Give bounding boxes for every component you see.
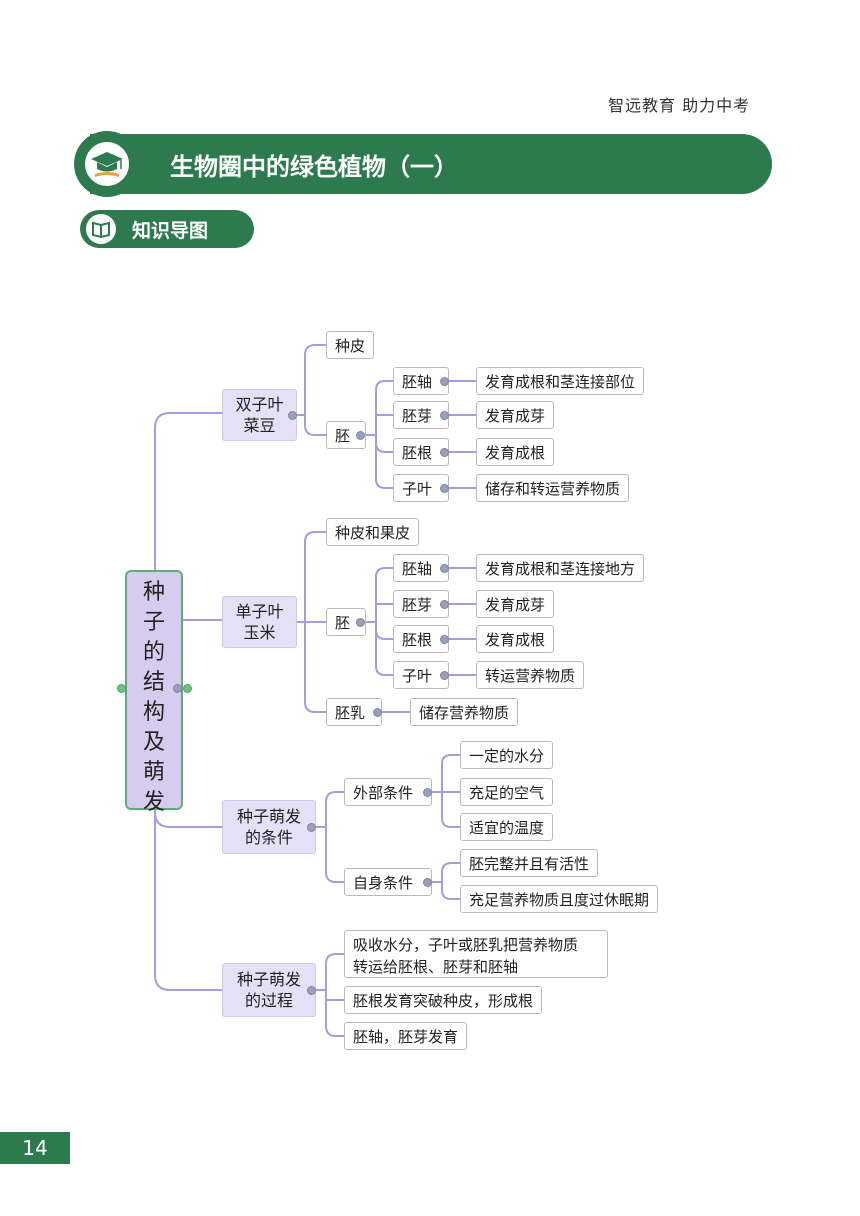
internal-item[interactable]: 胚完整并且有活性 [460, 849, 599, 877]
expand-left-icon[interactable] [117, 684, 126, 693]
collapse-icon[interactable] [440, 377, 449, 386]
dicot-embryo[interactable]: 胚 [326, 421, 366, 449]
branch-label: 种子萌发 [236, 970, 301, 989]
collapse-icon[interactable] [440, 671, 449, 680]
book-icon [86, 214, 116, 244]
branch-label: 种子萌发 [236, 807, 301, 826]
monocot-part-desc[interactable]: 发育成根 [476, 625, 555, 653]
collapse-icon[interactable] [440, 635, 449, 644]
title-banner [90, 134, 772, 194]
external-conditions[interactable]: 外部条件 [344, 778, 432, 806]
external-item[interactable]: 一定的水分 [460, 741, 554, 769]
process-step-text: 转运给胚根、胚芽和胚轴 [353, 958, 519, 976]
dicot-part-desc[interactable]: 发育成芽 [476, 401, 555, 429]
monocot-part-desc[interactable]: 发育成根和茎连接地方 [476, 554, 645, 582]
external-item[interactable]: 适宜的温度 [460, 813, 554, 841]
root-char: 发 [142, 790, 165, 815]
internal-conditions[interactable]: 自身条件 [344, 868, 432, 896]
monocot-part-desc[interactable]: 转运营养物质 [476, 661, 585, 689]
page-title: 生物圈中的绿色植物（一） [170, 153, 458, 181]
branch-dicot[interactable]: 双子叶菜豆 [222, 389, 297, 441]
root-char: 种 [142, 580, 165, 605]
monocot-part[interactable]: 胚根 [393, 625, 449, 653]
dicot-part-desc[interactable]: 发育成根 [476, 438, 555, 466]
branch-label: 菜豆 [243, 416, 276, 435]
branch-label: 玉米 [243, 623, 276, 642]
dicot-part-desc[interactable]: 储存和转运营养物质 [476, 474, 630, 502]
monocot-endosperm[interactable]: 胚乳 [326, 698, 382, 726]
branch-label: 的过程 [244, 991, 293, 1010]
dicot-coat[interactable]: 种皮 [326, 331, 375, 359]
branch-monocot[interactable]: 单子叶玉米 [222, 596, 297, 648]
expand-right-icon[interactable] [183, 684, 192, 693]
branch-label: 双子叶 [235, 395, 284, 414]
collapse-icon[interactable] [440, 448, 449, 457]
branch-process[interactable]: 种子萌发的过程 [222, 963, 316, 1017]
internal-item[interactable]: 充足营养物质且度过休眠期 [460, 885, 659, 913]
monocot-part[interactable]: 胚轴 [393, 554, 449, 582]
collapse-icon[interactable] [307, 823, 316, 832]
external-item[interactable]: 充足的空气 [460, 778, 554, 806]
collapse-icon[interactable] [307, 986, 316, 995]
branch-conditions[interactable]: 种子萌发的条件 [222, 800, 316, 854]
collapse-icon[interactable] [440, 484, 449, 493]
dicot-part-desc[interactable]: 发育成根和茎连接部位 [476, 367, 645, 395]
root-char: 构 [142, 700, 165, 725]
collapse-icon[interactable] [288, 411, 297, 420]
branch-label: 的条件 [244, 828, 293, 847]
process-step[interactable]: 胚根发育突破种皮，形成根 [344, 986, 543, 1014]
collapse-icon[interactable] [440, 600, 449, 609]
collapse-icon[interactable] [423, 878, 432, 887]
collapse-icon[interactable] [440, 411, 449, 420]
process-step-text: 吸收水分，子叶或胚乳把营养物质 [353, 936, 579, 954]
monocot-endosperm-desc[interactable]: 储存营养物质 [410, 698, 519, 726]
collapse-icon[interactable] [440, 564, 449, 573]
collapse-icon[interactable] [356, 431, 365, 440]
section-title: 知识导图 [132, 220, 209, 242]
process-step[interactable]: 吸收水分，子叶或胚乳把营养物质转运给胚根、胚芽和胚轴 [344, 930, 608, 978]
root-char: 萌 [142, 760, 165, 785]
root-char: 的 [142, 640, 165, 665]
root-char: 子 [142, 610, 165, 635]
root-char: 结 [142, 670, 165, 695]
monocot-embryo[interactable]: 胚 [326, 608, 366, 636]
collapse-icon[interactable] [173, 684, 182, 693]
monocot-coat[interactable]: 种皮和果皮 [326, 518, 420, 546]
collapse-icon[interactable] [356, 618, 365, 627]
branch-label: 单子叶 [235, 602, 284, 621]
dicot-part[interactable]: 胚芽 [393, 401, 449, 429]
process-step[interactable]: 胚轴，胚芽发育 [344, 1022, 468, 1050]
graduation-cap-icon [83, 140, 131, 188]
collapse-icon[interactable] [373, 708, 382, 717]
monocot-part[interactable]: 子叶 [393, 661, 449, 689]
page-number: 14 [0, 1132, 70, 1164]
monocot-part-desc[interactable]: 发育成芽 [476, 590, 555, 618]
dicot-part[interactable]: 子叶 [393, 474, 449, 502]
root-char: 及 [142, 730, 165, 755]
dicot-part[interactable]: 胚根 [393, 438, 449, 466]
monocot-part[interactable]: 胚芽 [393, 590, 449, 618]
brand-slogan: 智远教育 助力中考 [608, 96, 751, 115]
collapse-icon[interactable] [423, 788, 432, 797]
